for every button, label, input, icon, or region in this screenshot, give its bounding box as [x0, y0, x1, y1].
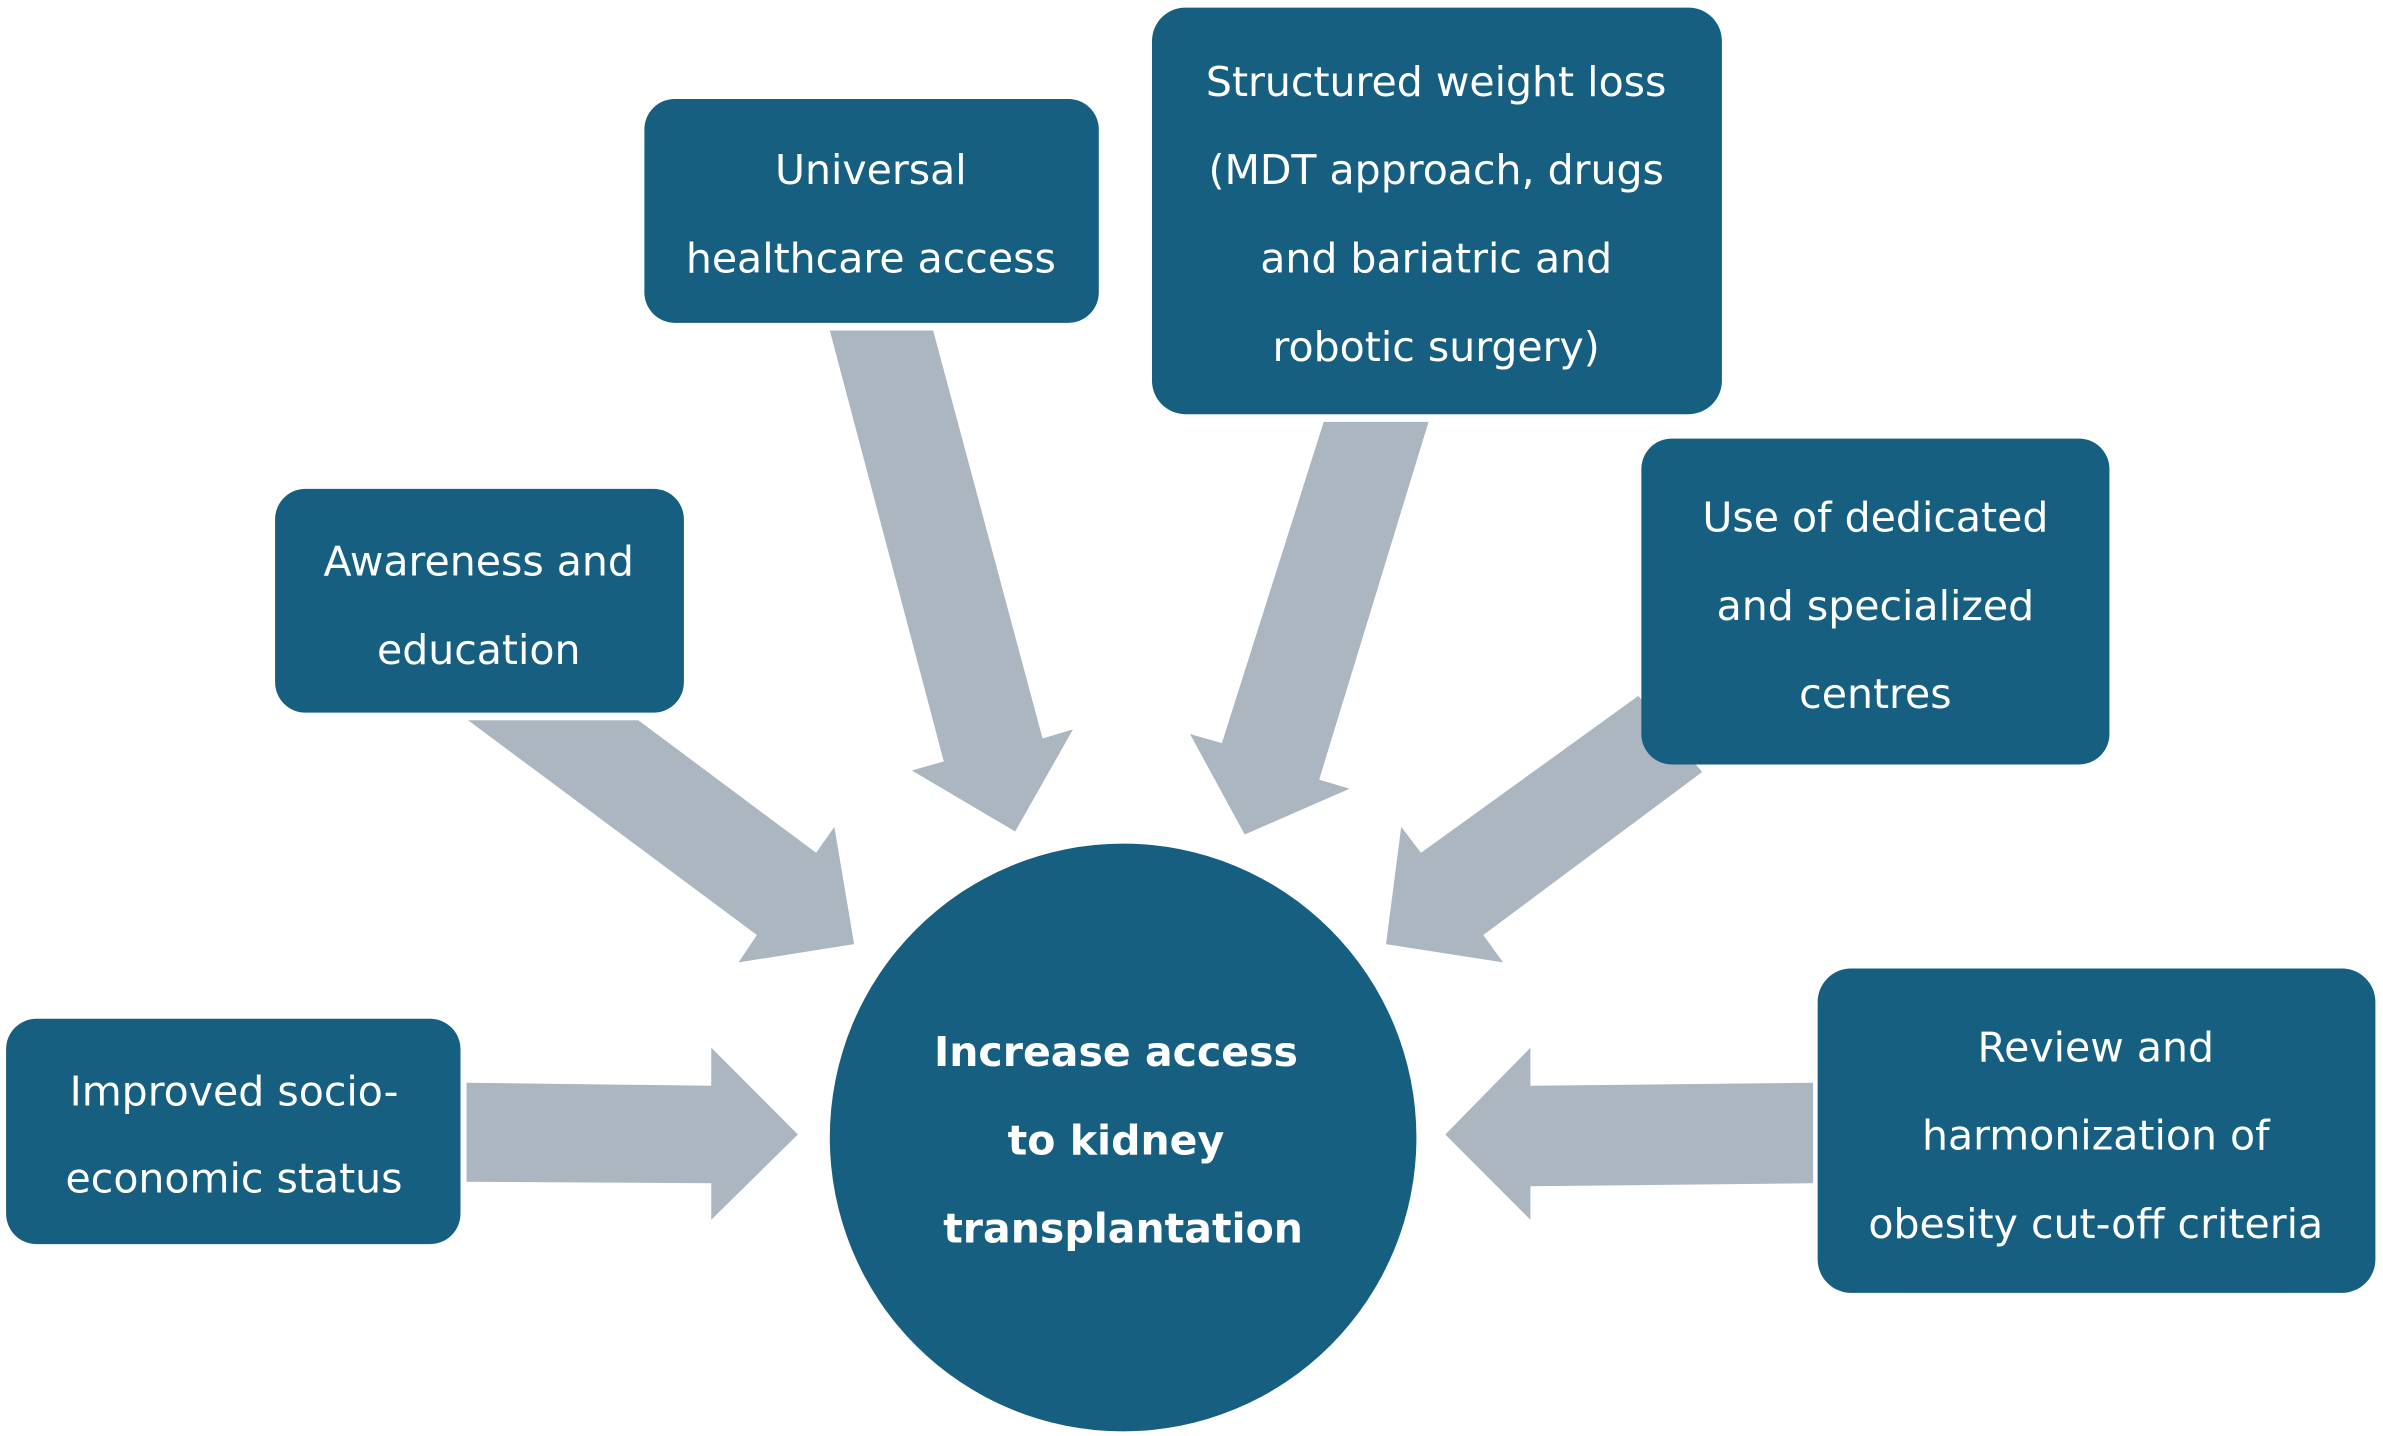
factor-weight-loss: Structured weight loss (MDT approach, dru…: [1151, 7, 1722, 415]
factor-line: economic status: [66, 1154, 403, 1202]
factor-line: Awareness and: [323, 538, 633, 586]
factor-line: Universal: [775, 146, 967, 194]
svg-text:Improved socio-economic status: Improved socio-economic status: [66, 1068, 403, 1203]
arrow-healthcare: [829, 330, 1073, 832]
arrow-centres: [1386, 695, 1703, 963]
factor-healthcare: Universal healthcare access: [644, 98, 1099, 323]
center-line: to kidney: [1008, 1116, 1225, 1164]
arrow-criteria: [1445, 1047, 1814, 1220]
factor-line: (MDT approach, drugs: [1208, 146, 1663, 194]
factor-line: healthcare access: [686, 235, 1056, 283]
arrow-weight-loss: [1189, 421, 1429, 835]
svg-text:Structured weight loss(MDT app: Structured weight loss (MDT approach, dru…: [1206, 58, 1666, 371]
center-line: Increase access: [934, 1028, 1298, 1076]
arrow-awareness: [468, 720, 855, 963]
factor-line: Review and: [1977, 1023, 2214, 1071]
factor-line: education: [377, 626, 581, 674]
factor-line: harmonization of: [1922, 1112, 2271, 1160]
factor-centres: Use of dedicated and specialized centres: [1641, 438, 2110, 765]
factor-line: Use of dedicated: [1702, 493, 2048, 541]
center-line: transplantation: [943, 1205, 1303, 1253]
factor-line: centres: [1799, 670, 1951, 718]
factor-criteria: Review and harmonization of obesity cut-of…: [1817, 968, 2376, 1293]
factor-line: Structured weight loss: [1206, 58, 1666, 106]
factor-line: robotic surgery): [1273, 323, 1600, 371]
arrow-socio-economic: [466, 1047, 798, 1220]
factor-line: Improved socio-: [70, 1068, 399, 1116]
factor-line: obesity cut-off criteria: [1868, 1200, 2323, 1248]
factor-line: and bariatric and: [1260, 235, 1612, 283]
center-label: Increase access to kidney transplantatio…: [934, 1028, 1312, 1253]
factor-socio-economic: Improved socio-economic status: [6, 1018, 461, 1245]
factor-line: and specialized: [1717, 582, 2035, 630]
factor-awareness: Awareness and education: [275, 488, 684, 713]
center-goal: Increase access to kidney transplantatio…: [829, 843, 1417, 1432]
